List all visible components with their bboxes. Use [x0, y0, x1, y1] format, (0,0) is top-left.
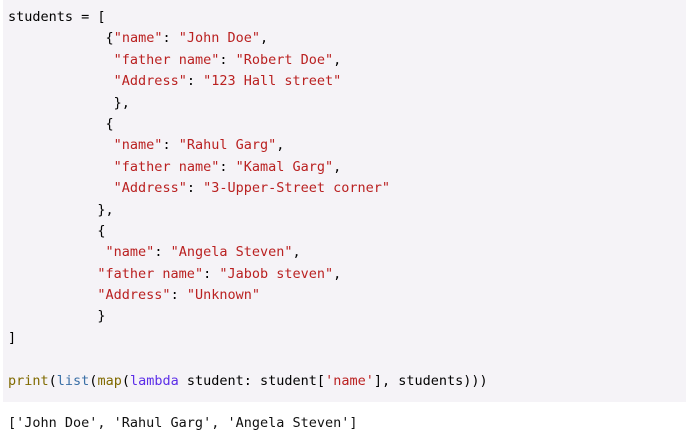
code-token-keyword: lambda: [129, 372, 179, 389]
code-token-plain: :: [186, 73, 204, 90]
code-line: students = [: [8, 7, 686, 28]
code-line: "father name": "Kamal Garg",: [8, 157, 686, 178]
code-token-string: "Address": [113, 180, 187, 197]
code-line: print(list(map(lambda student: student['…: [8, 371, 686, 392]
code-token-string: "Address": [113, 73, 187, 90]
code-indent: [8, 266, 97, 282]
code-line: "father name": "Jabob steven",: [8, 264, 686, 285]
code-token-plain: }: [97, 308, 106, 325]
code-token-plain: student: student[: [178, 372, 326, 389]
code-token-string: "3-Upper-Street corner": [203, 180, 391, 197]
code-token-string: "Unknown": [186, 287, 260, 304]
code-token-string: "father name": [113, 51, 220, 68]
code-token-plain: ,: [333, 158, 342, 175]
code-token-plain: ,: [333, 51, 342, 68]
code-line: {"name": "John Doe",: [8, 28, 686, 49]
code-indent: [8, 137, 114, 153]
code-indent: [8, 202, 97, 218]
python-code-block[interactable]: students = [ {"name": "John Doe", "fathe…: [0, 0, 686, 402]
code-token-string: "name": [113, 137, 163, 154]
console-output-text: ['John Doe', 'Rahul Garg', 'Angela Steve…: [8, 415, 358, 431]
code-token-plain: students = [: [8, 9, 106, 25]
code-token-plain: ,: [292, 244, 301, 261]
code-line: "name": "Rahul Garg",: [8, 135, 686, 156]
code-token-plain: (: [48, 372, 57, 389]
code-token-builtin: list: [56, 372, 90, 389]
code-token-plain: },: [97, 201, 114, 218]
code-indent: [8, 30, 106, 46]
code-token-plain: ,: [260, 30, 269, 47]
code-indent: [8, 116, 106, 132]
code-token-plain: :: [170, 287, 187, 304]
code-token-string: "name": [105, 244, 155, 261]
code-token-plain: },: [113, 94, 130, 111]
code-token-plain: ,: [276, 137, 285, 154]
code-token-string: "Angela Steven": [170, 244, 293, 261]
code-token-plain: :: [154, 244, 171, 261]
code-token-plain: :: [162, 137, 179, 154]
code-token-plain: ,: [333, 265, 342, 282]
console-output-block: ['John Doe', 'Rahul Garg', 'Angela Steve…: [0, 402, 686, 438]
code-line: "Address": "3-Upper-Street corner": [8, 178, 686, 199]
code-line: [8, 349, 686, 370]
code-token-plain: :: [219, 158, 236, 175]
code-token-string: "Robert Doe": [235, 51, 334, 68]
code-line: },: [8, 93, 686, 114]
code-line: "Address": "Unknown": [8, 285, 686, 306]
code-token-plain: (: [121, 372, 130, 389]
code-token-string: "Address": [97, 287, 171, 304]
code-line: ]: [8, 328, 686, 349]
code-indent: [8, 95, 114, 111]
code-token-string: "father name": [97, 265, 204, 282]
code-indent: [8, 308, 97, 324]
code-token-function: print: [8, 372, 49, 389]
code-token-plain: :: [203, 265, 220, 282]
code-indent: [8, 159, 114, 175]
code-line: },: [8, 200, 686, 221]
code-token-plain: :: [162, 30, 179, 47]
code-token-string: 'name': [325, 372, 374, 389]
code-token-string: "Kamal Garg": [235, 158, 334, 175]
code-line: "father name": "Robert Doe",: [8, 50, 686, 71]
code-indent: [8, 223, 97, 239]
code-token-plain: {: [97, 222, 106, 239]
code-token-function: map: [97, 372, 122, 389]
code-lines: students = [ {"name": "John Doe", "fathe…: [3, 7, 686, 392]
code-token-string: "123 Hall street": [203, 73, 342, 90]
code-token-plain: {: [105, 115, 114, 132]
code-indent: [8, 180, 114, 196]
code-token-plain: :: [186, 180, 204, 197]
code-token-plain: ]: [8, 329, 17, 346]
code-token-plain: {: [105, 30, 114, 47]
code-token-plain: ], students))): [373, 372, 488, 389]
code-token-string: "Rahul Garg": [178, 137, 277, 154]
code-indent: [8, 52, 114, 68]
code-token-plain: :: [219, 51, 236, 68]
code-line: {: [8, 221, 686, 242]
code-token-string: "John Doe": [178, 30, 261, 47]
code-line: "Address": "123 Hall street": [8, 71, 686, 92]
code-indent: [8, 73, 114, 89]
code-token-plain: (: [89, 372, 98, 389]
code-token-string: "father name": [113, 158, 220, 175]
code-indent: [8, 287, 97, 303]
code-token-string: "name": [113, 30, 163, 47]
code-indent: [8, 244, 106, 260]
code-line: "name": "Angela Steven",: [8, 242, 686, 263]
code-token-string: "Jabob steven": [219, 265, 334, 282]
code-line: }: [8, 306, 686, 327]
code-line: {: [8, 114, 686, 135]
